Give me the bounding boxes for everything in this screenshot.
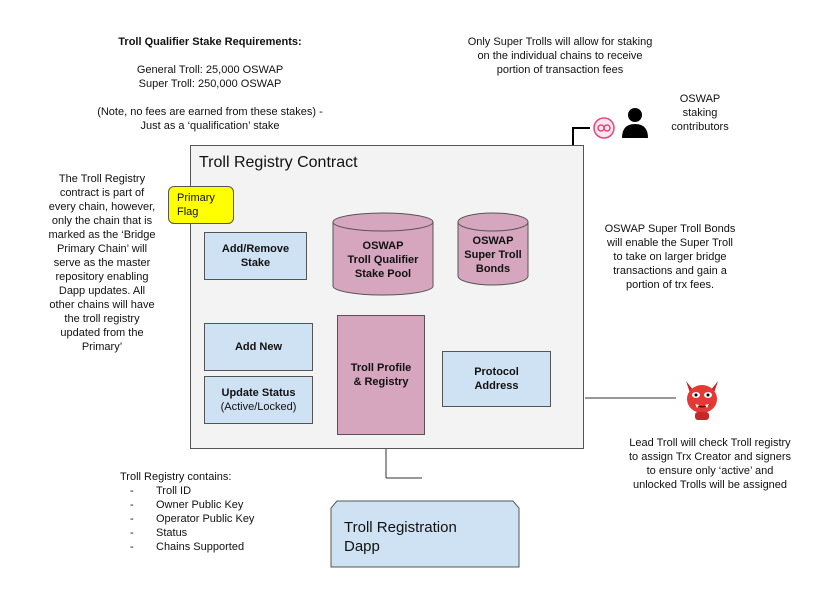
- update-status-label: Update Status: [221, 387, 296, 399]
- stake-pool-line-1: OSWAP: [362, 240, 404, 252]
- stake-pool-line-2: Troll Qualifier: [347, 254, 419, 266]
- registry-explanation-line-5: marked as the ‘Bridge: [48, 229, 156, 241]
- registry-contains-item: Troll ID: [120, 484, 320, 498]
- stake-pool-line-3: Stake Pool: [354, 268, 412, 280]
- troll-profile-registry-box: Troll Profile & Registry: [337, 315, 425, 435]
- registry-explanation-line-12: updated from the: [60, 327, 144, 339]
- bonds-note-line-4: transactions and gain a: [613, 265, 727, 277]
- profile-registry-line-2: & Registry: [353, 376, 409, 388]
- registry-explanation-line-2: contract is part of: [59, 187, 145, 199]
- protocol-address-line-2: Address: [474, 380, 519, 392]
- registry-contains-item: Owner Public Key: [120, 498, 320, 512]
- registry-contains-list: Troll IDOwner Public KeyOperator Public …: [120, 484, 320, 554]
- add-remove-stake-box: Add/Remove Stake: [204, 232, 307, 280]
- registry-contains-item: Status: [120, 526, 320, 540]
- stake-pool-cylinder: OSWAP Troll Qualifier Stake Pool: [332, 212, 434, 296]
- person-icon: [620, 107, 650, 139]
- add-new-label: Add New: [234, 341, 283, 353]
- update-status-box: Update Status (Active/Locked): [204, 376, 313, 424]
- registry-explanation-line-11: the troll registry: [64, 313, 140, 325]
- profile-registry-line-1: Troll Profile: [350, 362, 412, 374]
- registry-explanation-line-8: repository enabling: [55, 271, 149, 283]
- super-troll-note-line-2: on the individual chains to receive: [477, 50, 643, 62]
- protocol-address-line-1: Protocol: [474, 366, 519, 378]
- primary-flag-line-2: Flag: [177, 206, 199, 218]
- bonds-note-line-3: to take on larger bridge: [613, 251, 727, 263]
- registry-contains-title: Troll Registry contains:: [120, 471, 232, 483]
- stake-requirements: Troll Qualifier Stake Requirements: Gene…: [80, 35, 340, 133]
- registry-explanation-line-9: Dapp updates. All: [58, 285, 146, 297]
- contributors-label: OSWAP staking contributors: [660, 92, 740, 134]
- bonds-note-line-2: will enable the Super Troll: [607, 237, 733, 249]
- lead-troll-note-line-1: Lead Troll will check Troll registry: [629, 437, 791, 449]
- update-status-sub: (Active/Locked): [220, 401, 297, 413]
- super-troll-requirement: Super Troll: 250,000 OSWAP: [138, 78, 282, 90]
- stake-note-line-1: (Note, no fees are earned from these sta…: [97, 106, 323, 118]
- super-troll-note: Only Super Trolls will allow for staking…: [430, 35, 690, 77]
- registry-explanation-line-6: Primary Chain’ will: [56, 243, 148, 255]
- bonds-note-line-1: OSWAP Super Troll Bonds: [604, 223, 736, 235]
- contributors-line-3: contributors: [671, 121, 729, 133]
- stake-pool-label: OSWAP Troll Qualifier Stake Pool: [332, 232, 434, 288]
- bonds-note-line-5: portion of trx fees.: [625, 279, 715, 291]
- bonds-line-1: OSWAP: [472, 235, 514, 247]
- general-troll-requirement: General Troll: 25,000 OSWAP: [136, 64, 284, 76]
- super-troll-bonds-cylinder: OSWAP Super Troll Bonds: [457, 212, 529, 286]
- lead-troll-note-line-4: unlocked Trolls will be assigned: [632, 479, 788, 491]
- registry-contains-item: Chains Supported: [120, 540, 320, 554]
- dapp-line-2: Dapp: [344, 538, 380, 555]
- lead-troll-note-line-2: to assign Trx Creator and signers: [628, 451, 792, 463]
- lead-troll-note: Lead Troll will check Troll registry to a…: [605, 436, 815, 492]
- contract-title: Troll Registry Contract: [199, 154, 358, 171]
- super-troll-note-line-3: portion of transaction fees: [496, 64, 624, 76]
- registry-contains: Troll Registry contains: Troll IDOwner P…: [120, 470, 320, 554]
- bonds-line-3: Bonds: [475, 263, 511, 275]
- add-new-box: Add New: [204, 323, 313, 371]
- registry-contains-item: Operator Public Key: [120, 512, 320, 526]
- stake-note-line-2: Just as a ‘qualification’ stake: [140, 120, 280, 132]
- troll-registration-dapp: Troll Registration Dapp: [330, 500, 520, 568]
- troll-icon: [680, 375, 724, 423]
- registry-explanation-line-3: every chain, however,: [48, 201, 156, 213]
- chain-logo-icon: [593, 117, 615, 139]
- registry-explanation-line-1: The Troll Registry: [58, 173, 146, 185]
- bonds-note: OSWAP Super Troll Bonds will enable the S…: [585, 222, 755, 292]
- add-remove-stake-line-2: Stake: [240, 257, 271, 269]
- dapp-line-1: Troll Registration: [344, 519, 457, 536]
- add-remove-stake-line-1: Add/Remove: [221, 243, 290, 255]
- contributors-line-2: staking: [682, 107, 718, 119]
- primary-flag: Primary Flag: [168, 186, 234, 224]
- registry-explanation-line-4: only the chain that is: [51, 215, 153, 227]
- registry-explanation-line-10: other chains will have: [49, 299, 155, 311]
- lead-troll-note-line-3: to ensure only ‘active’ and: [646, 465, 774, 477]
- bonds-line-2: Super Troll: [464, 249, 522, 261]
- primary-flag-line-1: Primary: [177, 192, 215, 204]
- protocol-address-box: Protocol Address: [442, 351, 551, 407]
- registry-explanation-line-7: serve as the master: [53, 257, 151, 269]
- stake-requirements-title: Troll Qualifier Stake Requirements:: [118, 36, 302, 48]
- super-troll-bonds-label: OSWAP Super Troll Bonds: [457, 232, 529, 278]
- contributors-line-1: OSWAP: [679, 93, 721, 105]
- registry-explanation-line-13: Primary’: [81, 341, 123, 353]
- registry-explanation: The Troll Registry contract is part of eve…: [34, 172, 170, 354]
- super-troll-note-line-1: Only Super Trolls will allow for staking: [467, 36, 653, 48]
